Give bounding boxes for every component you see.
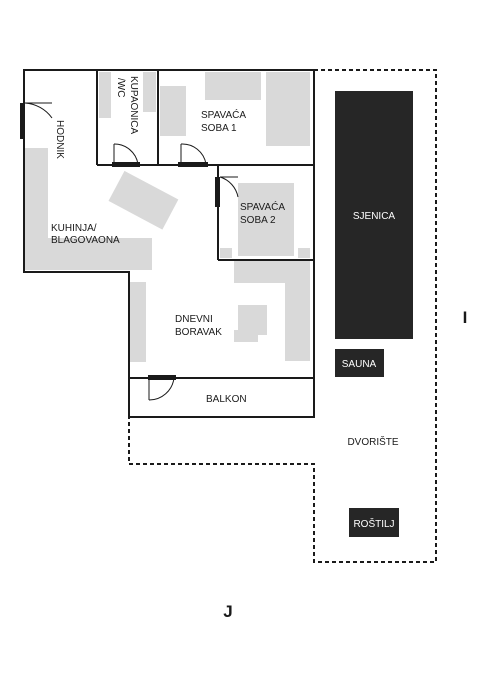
sofa-top xyxy=(234,261,310,283)
bathroom-tub xyxy=(99,72,111,118)
room-label-hodnik: HODNIK xyxy=(54,120,65,159)
room-label-spavaca-2b: SOBA 2 xyxy=(240,215,276,226)
sjenica-block xyxy=(335,91,413,339)
bathroom-door-swing xyxy=(113,143,139,165)
garden-boundary xyxy=(128,69,437,563)
bedroom-2-door-leaf xyxy=(215,177,220,207)
sofa-right xyxy=(285,283,310,361)
furniture xyxy=(24,72,310,362)
balcony-door-swing xyxy=(148,377,175,401)
sauna-block xyxy=(335,349,384,377)
hallway-cabinet xyxy=(24,148,48,270)
room-label-spavaca-1b: SOBA 1 xyxy=(201,123,237,134)
coffee-table-shadow xyxy=(234,330,258,342)
nightstand-right xyxy=(298,248,310,258)
wardrobe-1-right xyxy=(266,72,310,146)
bedroom-1-door xyxy=(178,143,208,167)
room-label-kuhinja-b: BLAGOVAONA xyxy=(51,235,120,246)
entrance-door xyxy=(20,102,53,139)
compass-south: J xyxy=(223,602,232,621)
balcony-door-leaf xyxy=(148,375,176,380)
room-label-kuhinja-a: KUHINJA/ xyxy=(51,223,97,234)
compass-east: I xyxy=(463,308,468,327)
room-label-kupaonica-wc: /WC xyxy=(115,78,126,97)
dining-table xyxy=(108,170,179,230)
balcony-door xyxy=(148,375,176,401)
entrance-door-swing xyxy=(24,102,53,119)
room-label-spavaca-2a: SPAVAĆA xyxy=(240,200,285,213)
bathroom-door-leaf xyxy=(112,162,140,167)
label-dvoriste: DVORIŠTE xyxy=(347,435,398,448)
room-label-spavaca-1a: SPAVAĆA xyxy=(201,108,246,121)
label-sauna: SAUNA xyxy=(342,359,377,370)
bedroom-1-door-leaf xyxy=(178,162,208,167)
room-label-dnevni-a: DNEVNI xyxy=(175,314,213,325)
bed-2 xyxy=(238,183,294,256)
room-label-dnevni-b: BORAVAK xyxy=(175,327,222,338)
yard-boundary xyxy=(128,69,437,563)
bed-1 xyxy=(205,72,261,100)
room-label-kupaonica: KUPAONICA xyxy=(128,76,139,134)
bathroom-door xyxy=(112,143,140,167)
label-rostilj: ROŠTILJ xyxy=(353,517,394,530)
bathroom-sink xyxy=(143,72,156,112)
room-label-balkon: BALKON xyxy=(206,394,247,405)
rostilj-block xyxy=(349,508,399,537)
bedroom-2-door-swing xyxy=(219,176,239,198)
label-sjenica: SJENICA xyxy=(353,211,396,222)
doors xyxy=(20,102,239,401)
kitchen-counter xyxy=(48,238,152,270)
bedroom-2-door xyxy=(215,176,239,207)
wardrobe-1-left xyxy=(160,86,186,136)
living-cabinet xyxy=(130,282,146,362)
bedroom-1-door-swing xyxy=(180,143,207,165)
nightstand-left xyxy=(220,248,232,258)
entrance-door-leaf xyxy=(20,103,25,139)
